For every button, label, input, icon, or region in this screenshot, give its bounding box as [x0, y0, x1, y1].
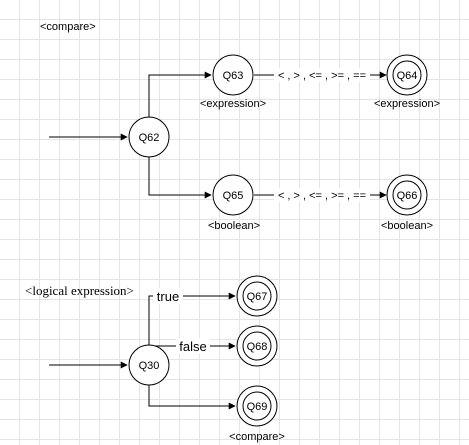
state-q63-label: Q63 — [223, 70, 244, 82]
edge-label-q63-q64: < , > , <= , >= , == — [278, 70, 366, 82]
state-q64-inner-ring — [392, 60, 422, 90]
state-q30[interactable] — [128, 344, 170, 386]
state-q65[interactable] — [212, 174, 254, 216]
logical-expression-diagram-title: <logical expression> — [25, 283, 134, 298]
state-q30-label: Q30 — [139, 360, 160, 372]
state-q68-inner-ring — [242, 331, 272, 361]
state-q66-label: Q66 — [397, 190, 418, 202]
state-q62[interactable] — [128, 116, 170, 158]
state-q69-type: <compare> — [229, 431, 285, 443]
state-q69-label: Q69 — [247, 401, 268, 413]
edge-label-bg — [153, 288, 183, 304]
state-q63-type: <expression> — [200, 98, 266, 110]
edge-label-true: true — [157, 289, 179, 304]
edge-q30-q67 — [148, 292, 236, 345]
state-q64-label: Q64 — [397, 70, 418, 82]
edge-label-false: false — [179, 339, 206, 354]
state-q65-label: Q65 — [223, 190, 244, 202]
edge-q30-q69 — [148, 385, 236, 410]
edge-label-bg — [274, 68, 370, 82]
edge-label-bg — [274, 188, 370, 202]
state-q63[interactable] — [212, 54, 254, 96]
state-q67-inner-ring — [242, 281, 272, 311]
state-q66-inner-ring — [392, 180, 422, 210]
edge-q62-q65 — [148, 157, 212, 199]
edge-q62-q63 — [148, 71, 212, 117]
edge-label-q65-q66: < , > , <= , >= , == — [278, 190, 366, 202]
state-q67-label: Q67 — [247, 291, 268, 303]
compare-diagram-title: <compare> — [40, 21, 96, 33]
state-q65-type: <boolean> — [208, 220, 260, 232]
state-q64-type: <expression> — [374, 98, 440, 110]
state-q69-inner-ring — [242, 391, 272, 421]
state-q66-type: <boolean> — [381, 220, 433, 232]
state-q62-label: Q62 — [139, 132, 160, 144]
edge-label-bg — [176, 338, 210, 354]
state-q68-label: Q68 — [247, 341, 268, 353]
